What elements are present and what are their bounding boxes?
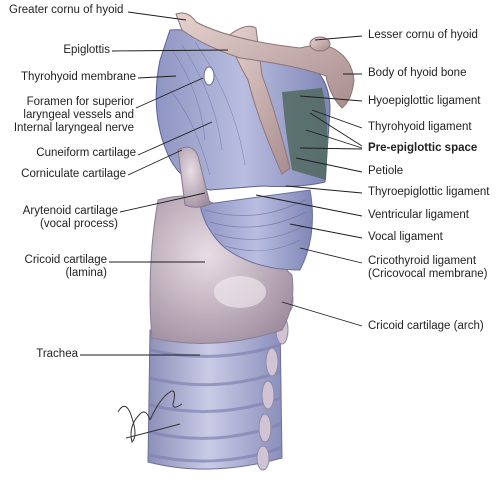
label-vocal-ligament: Vocal ligament — [368, 231, 443, 243]
label-cricoid-cartilage-arch: Cricoid cartilage (arch) — [368, 320, 484, 332]
artist-signature — [117, 390, 183, 443]
hyoid-bone-shape — [175, 12, 355, 109]
leader-lines — [80, 11, 363, 356]
label-lesser-cornu-of-hyoid: Lesser cornu of hyoid — [368, 29, 478, 41]
label-ventricular-ligament: Ventricular ligament — [368, 209, 469, 221]
label-thyroepiglottic-ligament: Thyroepiglottic ligament — [368, 186, 490, 198]
label-pre-epiglottic-space: Pre-epiglottic space — [368, 142, 478, 154]
trachea-shape — [147, 319, 283, 470]
label-trachea: Trachea — [36, 348, 78, 360]
label-thyrohyoid-membrane: Thyrohyoid membrane — [20, 71, 136, 83]
cricothyroid-membrane-shape — [199, 189, 313, 271]
label-body-of-hyoid-bone: Body of hyoid bone — [368, 67, 467, 79]
label-cricoid-lamina: Cricoid cartilage (lamina) — [24, 254, 107, 279]
label-arytenoid-cartilage: Arytenoid cartilage (vocal process) — [22, 205, 118, 230]
label-cricothyroid-ligament: Cricothyroid ligament (Cricovocal membra… — [368, 255, 488, 280]
label-greater-cornu-of-hyoid: Greater cornu of hyoid — [9, 4, 124, 16]
label-corniculate-cartilage: Corniculate cartilage — [21, 168, 126, 180]
label-thyrohyoid-ligament: Thyrohyoid ligament — [368, 121, 472, 133]
epiglottis-shape — [227, 25, 291, 175]
label-foramen: Foramen for superior laryngeal vessels a… — [13, 96, 134, 134]
foramen-opening — [203, 66, 215, 86]
arytenoid-shape — [177, 146, 211, 208]
label-hyoepiglottic-ligament: Hyoepiglottic ligament — [368, 95, 481, 107]
label-petiole: Petiole — [368, 165, 404, 177]
label-cuneiform-cartilage: Cuneiform cartilage — [36, 147, 136, 159]
label-epiglottis: Epiglottis — [63, 44, 110, 56]
